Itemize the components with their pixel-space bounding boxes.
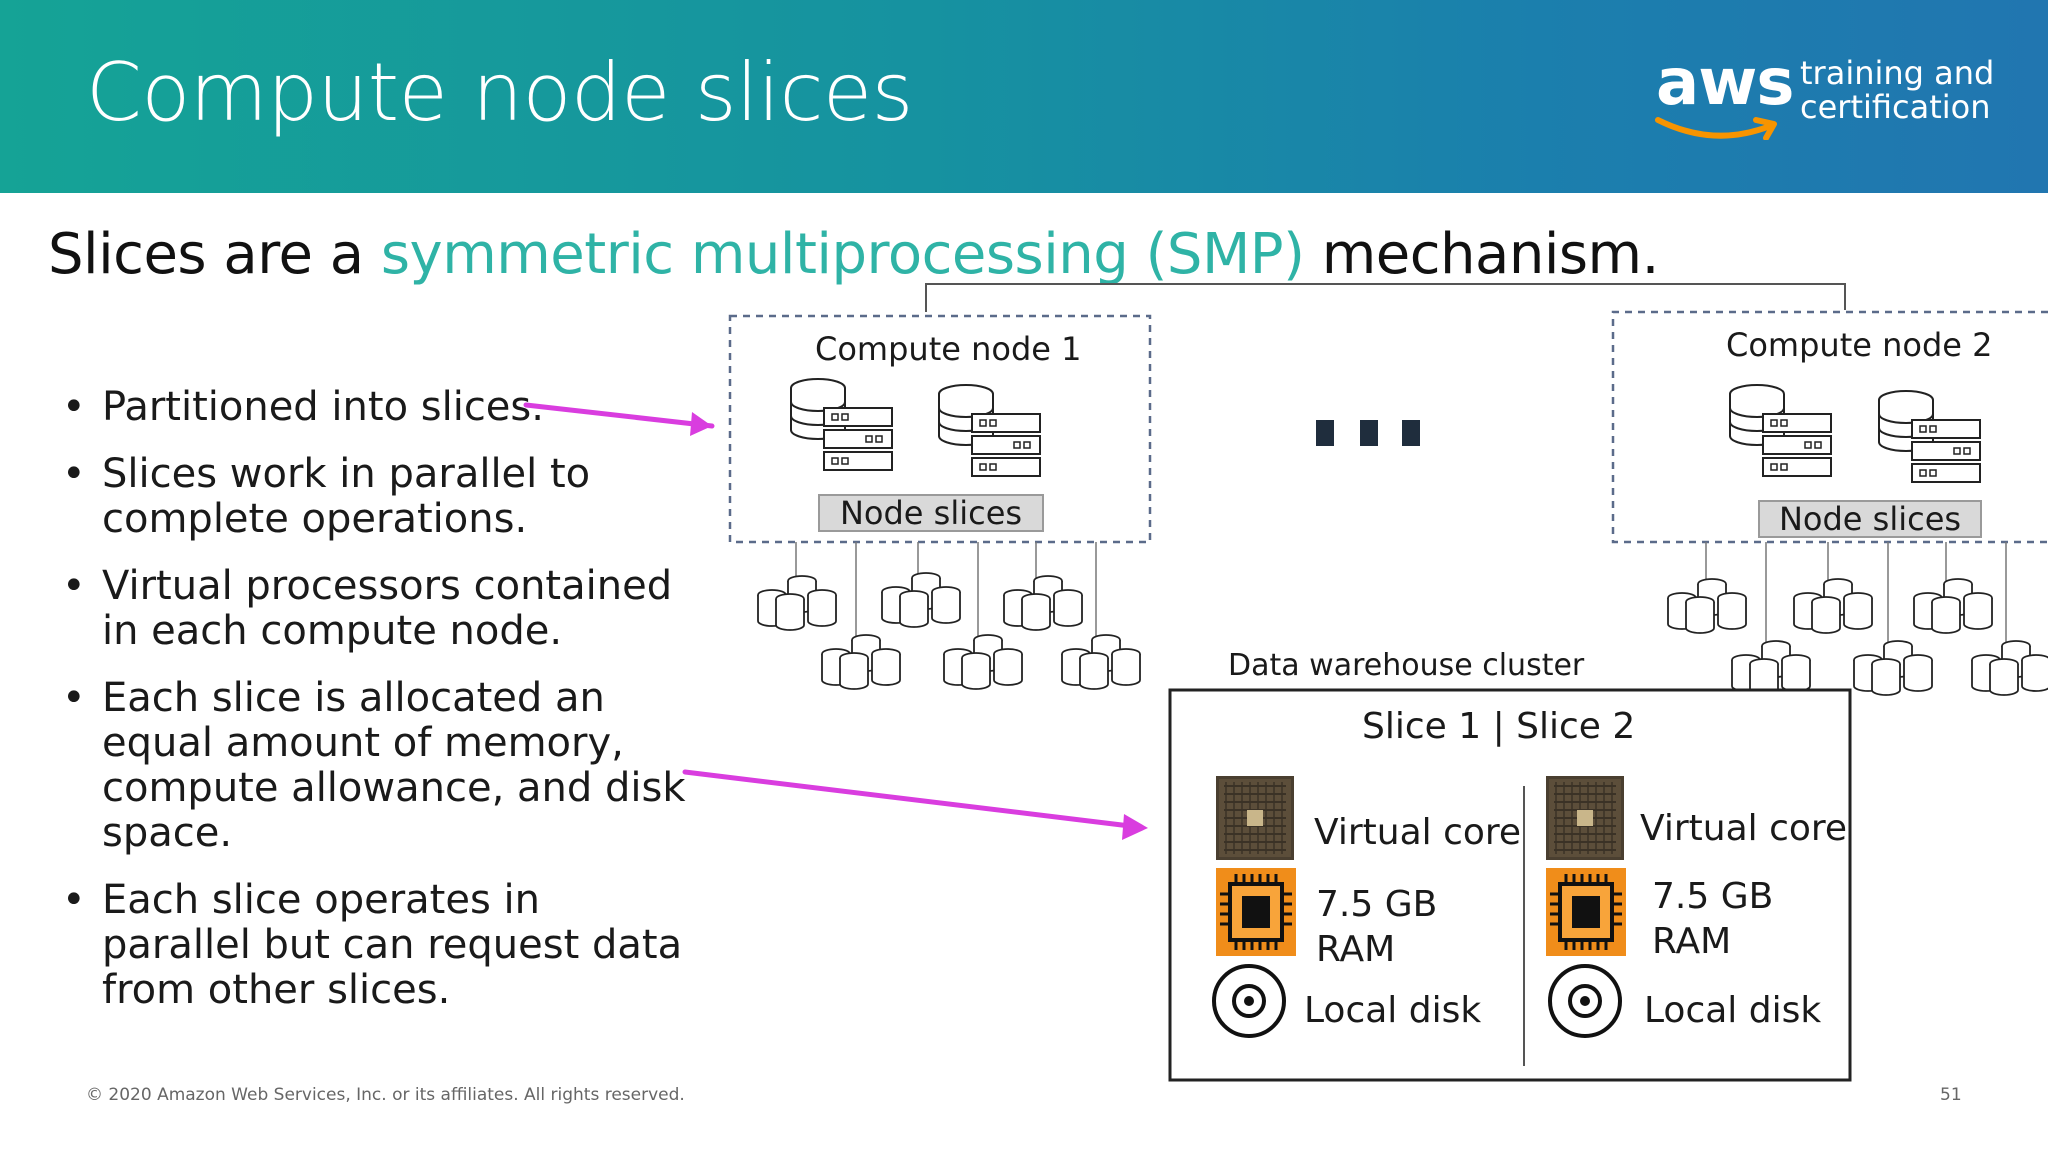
- arrow-to-slice-detail: [682, 769, 1148, 840]
- database-server-icon: [1878, 390, 1981, 483]
- ram-chip-icon: [1214, 866, 1298, 958]
- compute-node-2-title: Compute node 2: [1726, 326, 1993, 364]
- virtual-core-chip-icon: [1545, 775, 1625, 861]
- tagline-line2: certification: [1800, 88, 1991, 126]
- disk-group-icon: [822, 635, 900, 689]
- disk-group-icon: [1004, 576, 1082, 630]
- disk-group-icon: [758, 576, 836, 630]
- database-server-icon: [938, 384, 1041, 477]
- slice1-ram-label: 7.5 GB RAM: [1316, 882, 1437, 972]
- slide-subtitle: Slices are a symmetric multiprocessing (…: [48, 222, 1659, 287]
- slice1-ram-unit: RAM: [1316, 929, 1396, 970]
- slice1-local-disk-label: Local disk: [1304, 990, 1482, 1031]
- subtitle-suffix: mechanism.: [1304, 222, 1660, 287]
- data-warehouse-cluster-label: Data warehouse cluster: [1228, 648, 1585, 683]
- disk-group-icon: [1794, 579, 1872, 633]
- aws-logo-wordmark: aws: [1656, 46, 1794, 120]
- node-slices-label: Node slices: [818, 494, 1044, 532]
- local-disk-icon: [1548, 964, 1622, 1038]
- bullet-item: Each slice is allocated an equal amount …: [58, 676, 698, 856]
- page-number: 51: [1940, 1085, 1962, 1105]
- copyright-footer: © 2020 Amazon Web Services, Inc. or its …: [86, 1085, 685, 1105]
- ellipsis-dot: [1360, 420, 1378, 446]
- slice1-virtual-core-label: Virtual core: [1314, 812, 1522, 853]
- slice2-ram-unit: RAM: [1652, 921, 1732, 962]
- header-banner: [0, 0, 2048, 193]
- database-server-icon: [1729, 384, 1832, 477]
- ellipsis-dot: [1402, 420, 1420, 446]
- slice-header: Slice 1 | Slice 2: [1362, 706, 1636, 747]
- disk-group-icon: [1668, 579, 1746, 633]
- compute-node-2-box: [1611, 310, 2048, 544]
- database-server-icon: [790, 378, 893, 471]
- ram-chip-icon: [1544, 866, 1628, 958]
- compute-node-1-box: [728, 314, 1152, 544]
- bullet-item: Partitioned into slices.: [58, 385, 698, 431]
- tagline-line1: training and: [1800, 54, 1995, 92]
- slice2-local-disk-label: Local disk: [1644, 990, 1822, 1031]
- subtitle-prefix: Slices are a: [48, 222, 381, 287]
- bullet-item: Slices work in parallel to complete oper…: [58, 452, 698, 542]
- bullet-item: Virtual processors contained in each com…: [58, 564, 698, 654]
- disk-group-icon: [1914, 579, 1992, 633]
- node-slices-label: Node slices: [1758, 500, 1982, 538]
- compute-node-1-title: Compute node 1: [815, 330, 1082, 368]
- disk-group-icon: [882, 573, 960, 627]
- bullet-list: Partitioned into slices. Slices work in …: [58, 385, 698, 1035]
- slide-title: Compute node slices: [86, 46, 913, 139]
- virtual-core-chip-icon: [1215, 775, 1295, 861]
- node-connector-line: [925, 283, 1846, 312]
- disk-group-icon: [1062, 635, 1140, 689]
- aws-smile-icon: [1655, 117, 1777, 140]
- disk-group-icon: [1972, 641, 2048, 695]
- aws-logo-tagline: training and certification: [1800, 56, 1994, 124]
- arrow-to-node-slices: [523, 402, 715, 436]
- slice1-ram-size: 7.5 GB: [1316, 884, 1438, 925]
- local-disk-icon: [1212, 964, 1286, 1038]
- bullet-item: Each slice operates in parallel but can …: [58, 878, 698, 1013]
- ellipsis-dot: [1316, 420, 1334, 446]
- slice2-ram-label: 7.5 GB RAM: [1652, 874, 1773, 964]
- slice2-virtual-core-label: Virtual core: [1640, 808, 1848, 849]
- disk-group-icon: [1854, 641, 1932, 695]
- disk-group-icon: [944, 635, 1022, 689]
- slice2-ram-size: 7.5 GB: [1652, 876, 1774, 917]
- subtitle-highlight: symmetric multiprocessing (SMP): [380, 222, 1305, 287]
- disk-group-icon: [1732, 641, 1810, 695]
